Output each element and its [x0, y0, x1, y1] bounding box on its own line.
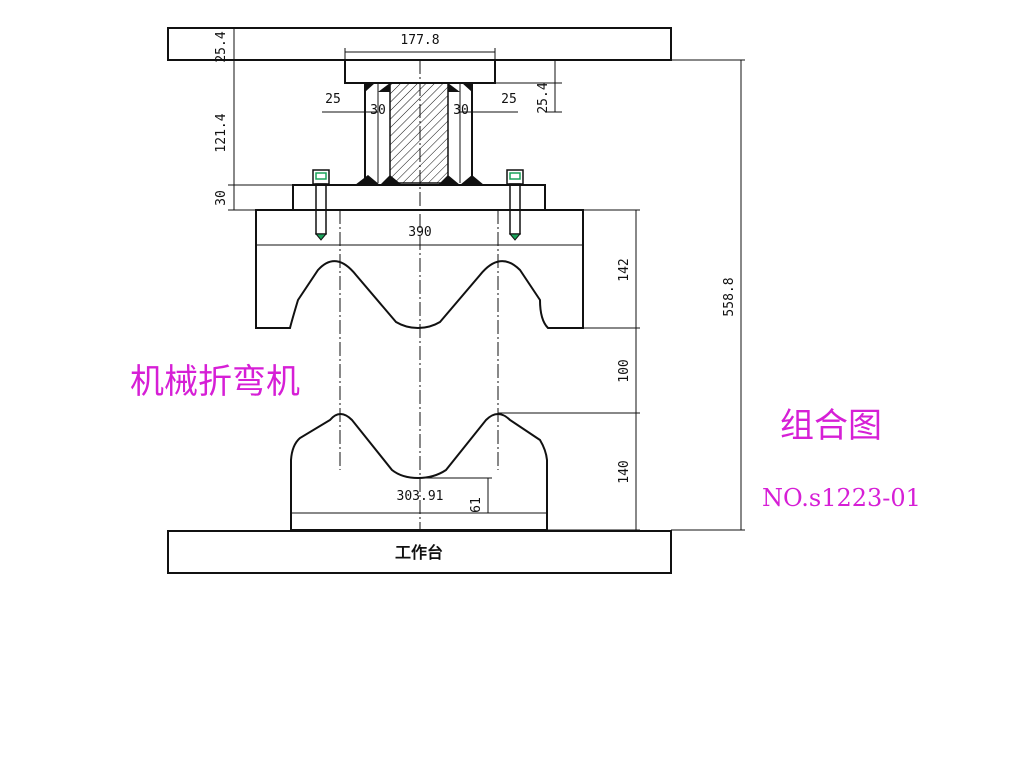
- workbench: [167, 530, 672, 574]
- right-bolt: [506, 169, 524, 241]
- dim-lower-die-height: 140: [617, 460, 632, 483]
- dim-punch-width: 177.8: [400, 33, 439, 48]
- dim-die-gap: 100: [617, 359, 632, 382]
- dim-lower-depth: 61: [469, 497, 484, 513]
- dim-side-left: 25: [325, 92, 341, 107]
- dim-side-right: 25: [501, 92, 517, 107]
- punch: [355, 82, 484, 185]
- dim-upper-die-height: 142: [617, 258, 632, 281]
- drawing-name-title: 组合图: [780, 406, 882, 446]
- dimension-lines: [228, 28, 745, 531]
- machine-name-title: 机械折弯机: [130, 362, 300, 402]
- drawing-number: NO.s1223-01: [762, 484, 921, 512]
- dim-clamp-height: 30: [214, 190, 229, 206]
- dim-chamfer-left: 30: [370, 103, 386, 118]
- dim-upper-die-width: 390: [408, 225, 431, 240]
- upper-die: [255, 209, 584, 330]
- punch-core-hatched: [389, 82, 449, 184]
- left-bolt: [312, 169, 330, 241]
- dim-overall-height: 558.8: [722, 277, 737, 316]
- dim-top-plate-thickness: 25.4: [214, 31, 229, 62]
- workbench-label: 工作台: [395, 543, 443, 562]
- dim-chamfer-right: 30: [453, 103, 469, 118]
- clamp-plate: [292, 184, 546, 211]
- dim-lower-die-width: 303.91: [397, 489, 444, 504]
- dim-punch-height: 121.4: [214, 113, 229, 152]
- dim-right-plate: 25.4: [536, 82, 551, 113]
